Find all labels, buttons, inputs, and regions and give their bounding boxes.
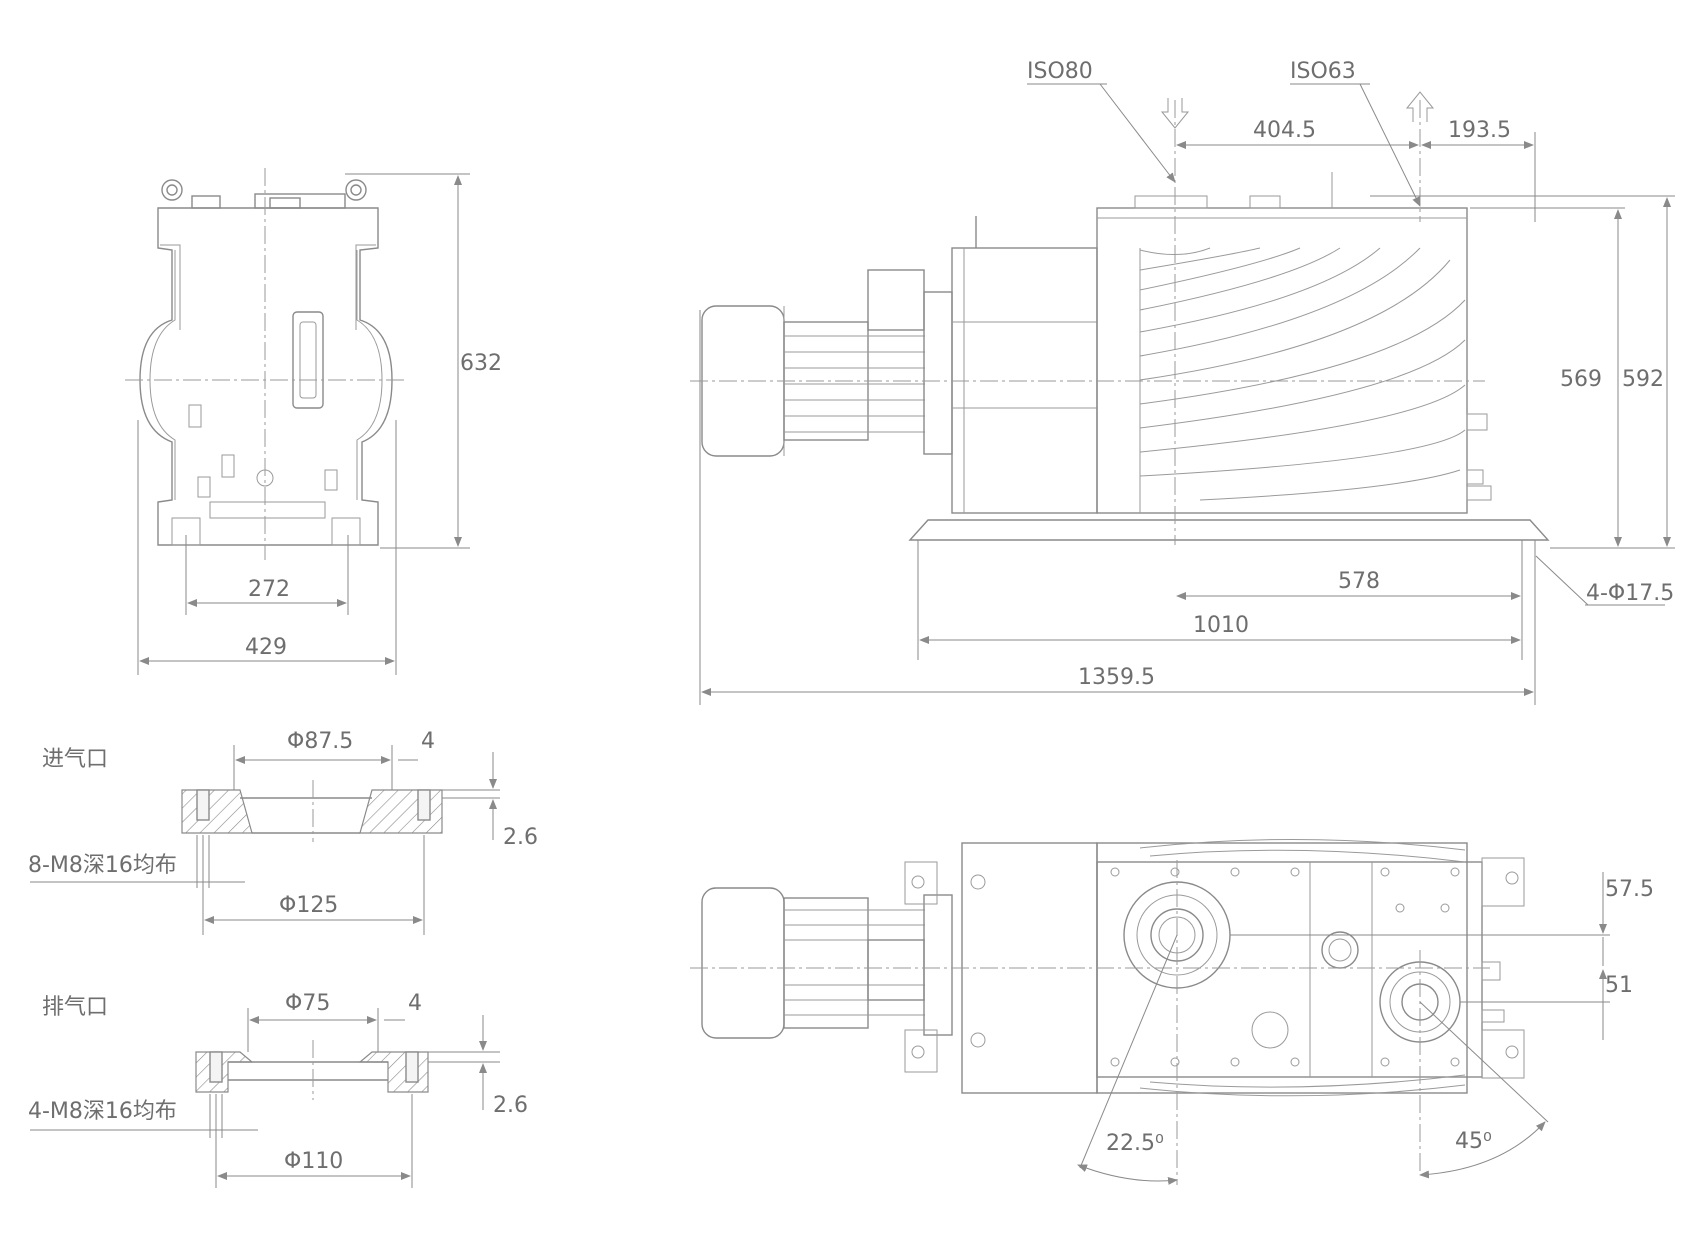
dim-429: 429	[245, 635, 287, 660]
inlet-thread: 8-M8深16均布	[28, 853, 177, 878]
motor-fins-top	[784, 909, 925, 1016]
top-view: 57.5 51 22.5⁰ 45⁰	[690, 838, 1654, 1185]
inlet-title: 进气口	[42, 747, 108, 772]
outlet-title: 排气口	[42, 995, 108, 1020]
inlet-bore: Φ87.5	[287, 729, 353, 754]
dim-193-5: 193.5	[1448, 118, 1511, 143]
dim-404-5: 404.5	[1253, 118, 1316, 143]
angle-22-5: 22.5⁰	[1106, 1131, 1164, 1156]
dim-1359-5: 1359.5	[1078, 665, 1155, 690]
dim-592: 592	[1622, 367, 1664, 392]
outlet-2-6: 2.6	[493, 1093, 528, 1118]
label-iso63: ISO63	[1290, 59, 1356, 84]
bolt-holes	[1110, 867, 1460, 1067]
pump-fins	[1139, 247, 1466, 501]
inlet-flange: 进气口 Φ87.5 4 2.6 8-M8深16均布 Φ125	[28, 729, 538, 935]
drain-fitting-icon	[188, 404, 338, 498]
dim-1010: 1010	[1193, 613, 1249, 638]
dim-578: 578	[1338, 569, 1380, 594]
dim-holes: 4-Φ17.5	[1586, 581, 1674, 606]
outlet-flange: 排气口 Φ75 4 2.6 4-M8深16均布 Φ110	[28, 991, 528, 1188]
dim-569: 569	[1560, 367, 1602, 392]
dim-632: 632	[460, 351, 502, 376]
outlet-pcd: Φ110	[284, 1149, 343, 1174]
front-view: 632 272 429	[125, 168, 502, 675]
motor-fins	[784, 335, 925, 433]
dim-272: 272	[248, 577, 290, 602]
inlet-4: 4	[421, 729, 435, 754]
side-view: ISO80 ISO63 404.5 193.5 569 592 578 1010…	[690, 59, 1675, 705]
outlet-bore: Φ75	[285, 991, 330, 1016]
label-iso80: ISO80	[1027, 59, 1093, 84]
dim-51: 51	[1605, 973, 1633, 998]
angle-45: 45⁰	[1455, 1129, 1492, 1154]
outlet-thread: 4-M8深16均布	[28, 1099, 177, 1124]
dim-57-5: 57.5	[1605, 877, 1654, 902]
outlet-4: 4	[408, 991, 422, 1016]
inlet-pcd: Φ125	[279, 893, 338, 918]
inlet-2-6: 2.6	[503, 825, 538, 850]
